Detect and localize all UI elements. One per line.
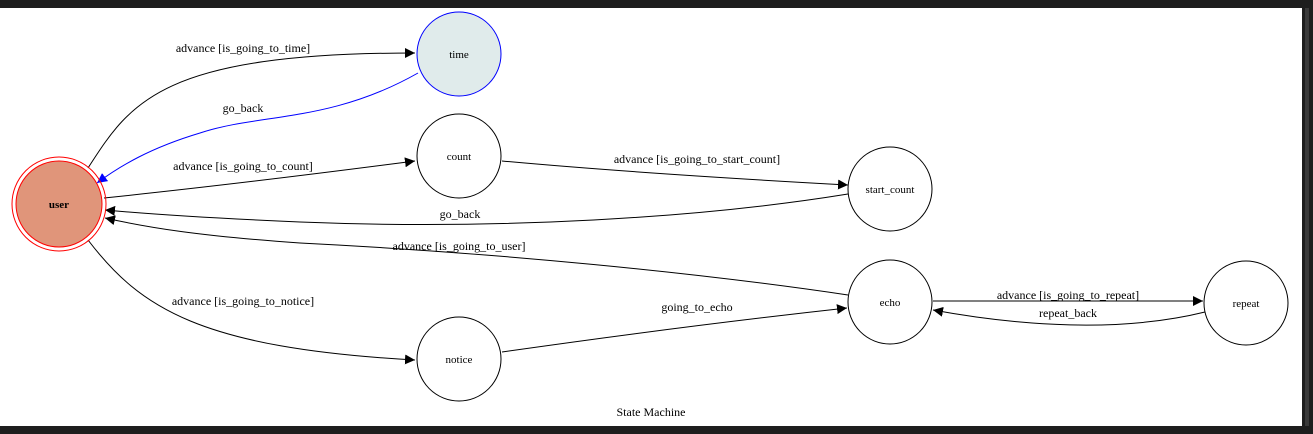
- edge-count-to-start-count: [501, 160, 849, 190]
- state-repeat-label: repeat: [1233, 298, 1260, 310]
- label-time-to-user: go_back: [223, 101, 264, 115]
- state-user: user: [11, 156, 107, 252]
- state-echo-label: echo: [880, 297, 901, 309]
- label-notice-to-echo: going_to_echo: [661, 300, 732, 314]
- state-machine-diagram: advance [is_going_to_time] go_back advan…: [11, 11, 1289, 419]
- label-repeat-to-echo: repeat_back: [1039, 306, 1097, 320]
- state-count: count: [416, 113, 502, 199]
- edge-notice-to-echo: [501, 304, 848, 353]
- label-count-to-start-count: advance [is_going_to_start_count]: [614, 152, 780, 166]
- state-notice-label: notice: [446, 354, 473, 366]
- diagram-caption: State Machine: [617, 405, 686, 419]
- state-echo: echo: [847, 259, 933, 345]
- vertical-scrollbar[interactable]: [1305, 8, 1309, 426]
- edge-user-to-notice: [87, 239, 416, 365]
- label-user-to-count: advance [is_going_to_count]: [173, 159, 313, 173]
- diagram-canvas: advance [is_going_to_time] go_back advan…: [0, 8, 1302, 426]
- edge-time-to-user: [96, 72, 419, 184]
- state-time: time: [416, 11, 502, 97]
- state-start-count: start_count: [847, 146, 933, 232]
- label-user-to-time: advance [is_going_to_time]: [176, 41, 310, 55]
- state-start-count-label: start_count: [866, 184, 915, 196]
- state-notice: notice: [416, 316, 502, 402]
- edge-user-to-count: [103, 157, 416, 199]
- label-echo-to-repeat: advance [is_going_to_repeat]: [997, 288, 1139, 302]
- label-echo-to-user: advance [is_going_to_user]: [393, 239, 526, 253]
- label-start-count-to-user: go_back: [440, 207, 481, 221]
- label-user-to-notice: advance [is_going_to_notice]: [172, 294, 314, 308]
- edge-repeat-to-echo: [932, 306, 1206, 326]
- edge-start-count-to-user: [104, 193, 849, 225]
- state-count-label: count: [447, 151, 471, 163]
- state-user-label: user: [49, 199, 69, 211]
- edge-echo-to-user: [104, 215, 849, 296]
- state-time-label: time: [449, 49, 469, 61]
- edge-user-to-time: [87, 48, 416, 169]
- state-repeat: repeat: [1203, 260, 1289, 346]
